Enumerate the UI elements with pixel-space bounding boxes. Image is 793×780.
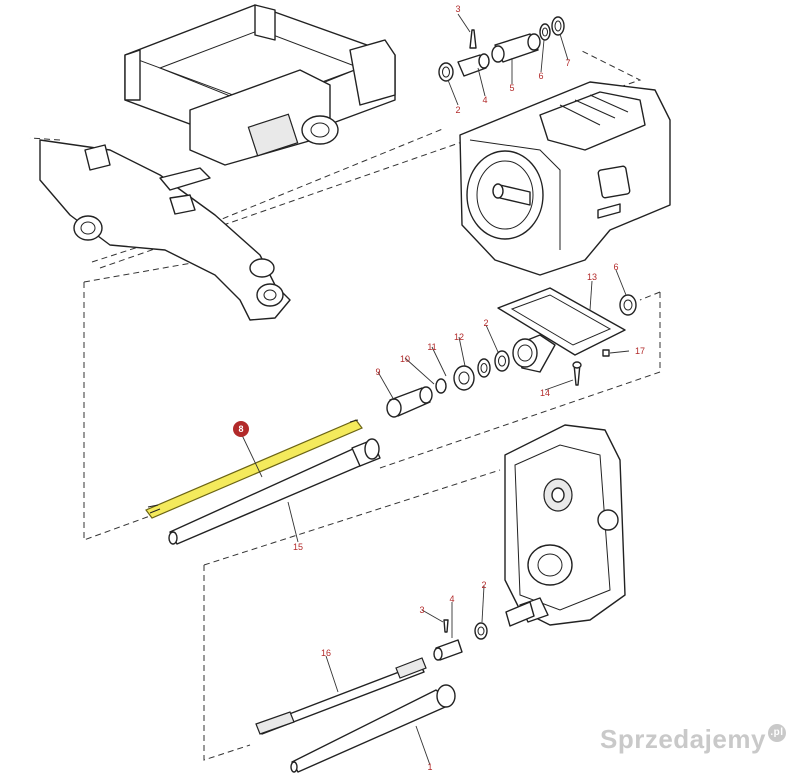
callout-2-top: 2 xyxy=(455,105,460,115)
callout-2-bottom: 2 xyxy=(481,580,486,590)
callout-1: 1 xyxy=(427,762,432,772)
rear-housing xyxy=(504,424,626,627)
callout-15: 15 xyxy=(293,542,303,552)
lower-small-parts xyxy=(433,619,488,661)
watermark-suffix: .pl xyxy=(767,724,786,742)
shaft-1 xyxy=(290,684,456,773)
callout-13: 13 xyxy=(587,272,597,282)
shaft-16 xyxy=(255,657,427,735)
callout-8-badge: 8 xyxy=(233,421,249,437)
callout-3-top: 3 xyxy=(455,4,460,14)
callout-leaders xyxy=(240,13,630,766)
watermark: Sprzedajemy.pl xyxy=(600,724,786,755)
callout-labels: 3 2 4 5 6 7 13 6 2 12 11 10 9 17 14 8 15… xyxy=(233,4,645,772)
mid-small-parts xyxy=(386,350,510,418)
front-axle xyxy=(39,139,291,321)
callout-8: 8 xyxy=(238,424,243,434)
callout-4-bottom: 4 xyxy=(449,594,454,604)
callout-10: 10 xyxy=(400,354,410,364)
callout-12: 12 xyxy=(454,332,464,342)
watermark-text: Sprzedajemy xyxy=(600,724,766,754)
callout-6-mid: 6 xyxy=(613,262,618,272)
callout-3-bottom: 3 xyxy=(419,605,424,615)
callout-4-top: 4 xyxy=(482,95,487,105)
shaft-15 xyxy=(168,438,381,545)
callout-6-top: 6 xyxy=(538,71,543,81)
callout-16: 16 xyxy=(321,648,331,658)
callout-11: 11 xyxy=(427,342,436,352)
callout-17: 17 xyxy=(635,346,645,356)
callout-14: 14 xyxy=(540,388,550,398)
transmission-housing xyxy=(459,81,671,276)
callout-2-mid: 2 xyxy=(483,318,488,328)
callout-9: 9 xyxy=(375,367,380,377)
callout-7: 7 xyxy=(565,58,570,68)
front-support-frame xyxy=(124,4,396,166)
shaft-8-highlighted xyxy=(145,419,363,519)
upper-small-parts xyxy=(438,16,565,82)
callout-5: 5 xyxy=(509,83,514,93)
cover-plate-13 xyxy=(497,287,637,386)
